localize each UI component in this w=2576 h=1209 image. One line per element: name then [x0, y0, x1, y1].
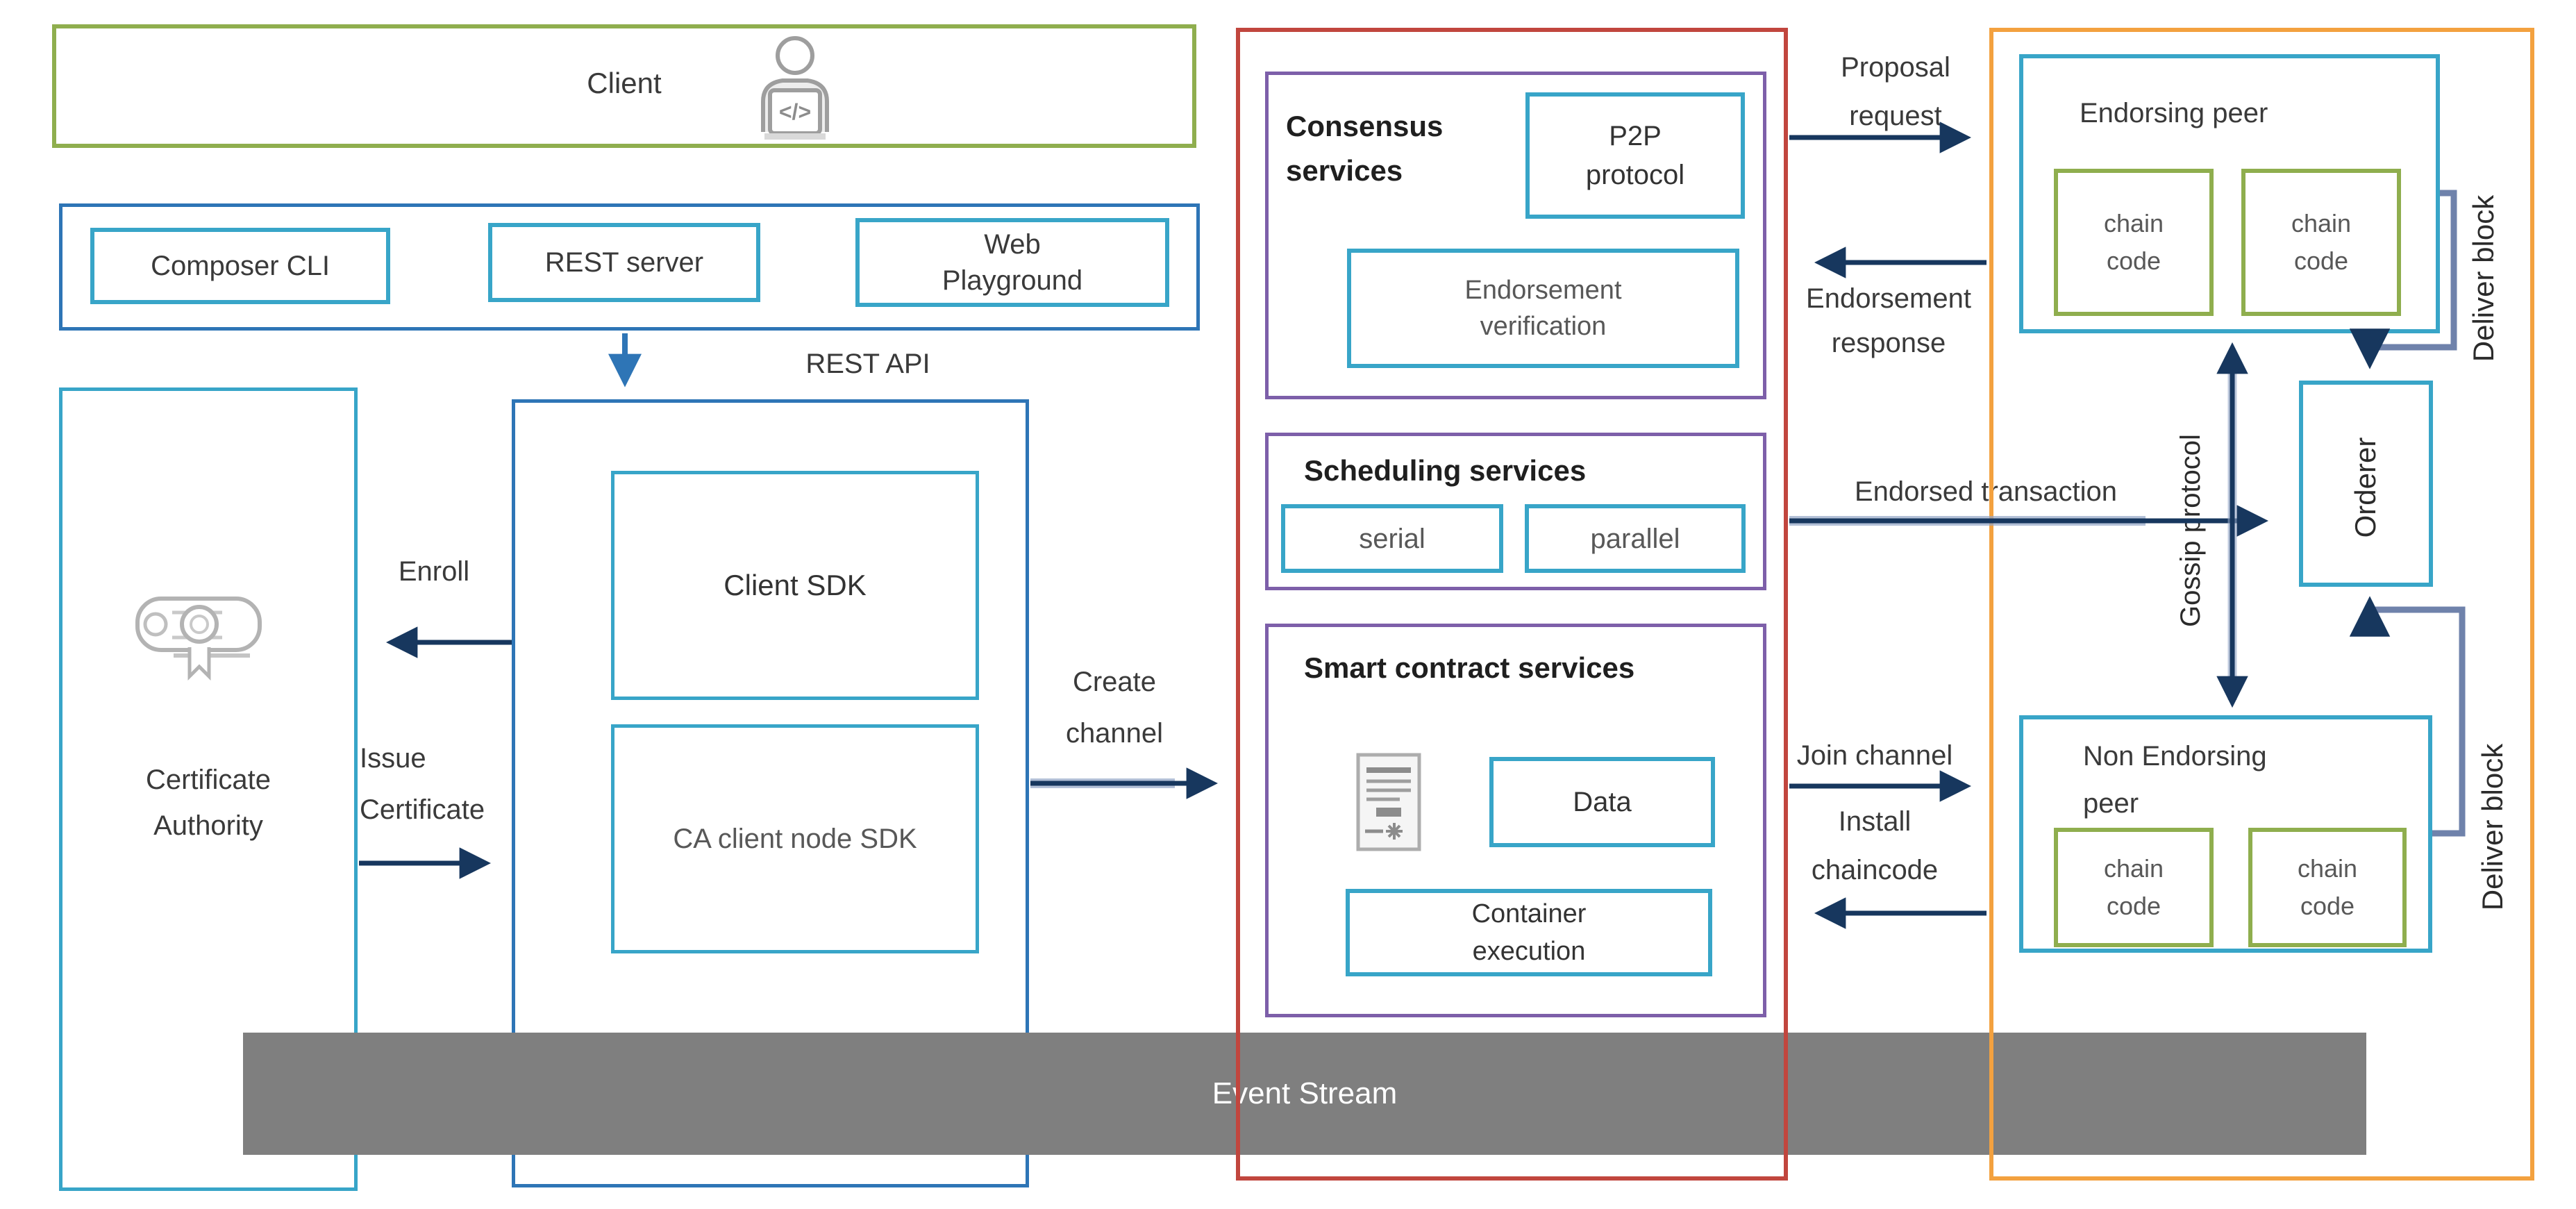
ca-client-node-sdk-label: CA client node SDK	[673, 824, 917, 854]
create-channel-label: Create channel	[1065, 667, 1164, 749]
serial-label: serial	[1359, 523, 1425, 554]
consensus-services-title: Consensus services	[1286, 110, 1444, 187]
deliver-block-bottom-label: Deliver block	[2476, 743, 2509, 911]
client-sdk-label: Client SDK	[724, 569, 867, 601]
chaincode-label: chain code	[2291, 209, 2352, 275]
chaincode-box: chain code	[2241, 169, 2401, 316]
chaincode-label: chain code	[2103, 209, 2164, 275]
container-execution-box: Container execution	[1346, 889, 1712, 976]
enroll-label: Enroll	[398, 556, 470, 587]
proposal-request-label: Proposal request	[1841, 52, 1950, 131]
composer-cli-label: Composer CLI	[151, 251, 330, 281]
ca-client-node-sdk-box: CA client node SDK	[611, 724, 979, 953]
data-label: Data	[1573, 787, 1632, 817]
composer-tools-box	[59, 203, 1200, 331]
consensus-services-box	[1265, 72, 1766, 399]
non-endorsing-peer-title: Non Endorsing peer	[2083, 741, 2267, 819]
chaincode-box: chain code	[2248, 828, 2407, 947]
scheduling-services-box	[1265, 433, 1766, 590]
event-stream-bar: Event Stream	[243, 1033, 2366, 1155]
orderer-box	[2299, 381, 2433, 587]
gossip-protocol-label: Gossip protocol	[2175, 434, 2206, 627]
contract-document-icon	[1356, 753, 1421, 851]
rest-server-label: REST server	[544, 247, 704, 278]
sdk-outer-box	[512, 399, 1029, 1187]
scheduling-services-title: Scheduling services	[1304, 454, 1587, 487]
web-playground-box: Web Playground	[855, 218, 1169, 307]
client-label: Client	[587, 67, 662, 99]
svg-text:</>: </>	[779, 99, 811, 124]
chaincode-label: chain code	[2297, 854, 2358, 920]
endorsement-response-label: Endorsement response	[1806, 283, 1971, 358]
deliver-block-top-label: Deliver block	[2467, 194, 2500, 362]
chaincode-box: chain code	[2054, 169, 2214, 316]
person-at-laptop-icon: </>	[761, 36, 829, 140]
parallel-label: parallel	[1590, 523, 1680, 554]
client-sdk-box: Client SDK	[611, 471, 979, 700]
peers-box	[1989, 28, 2534, 1181]
parallel-box: parallel	[1525, 504, 1746, 573]
join-channel-label: Join channel	[1796, 740, 1953, 771]
event-stream-label: Event Stream	[1212, 1076, 1398, 1110]
smart-contract-services-title: Smart contract services	[1304, 651, 1635, 684]
chaincode-box: chain code	[2054, 828, 2214, 947]
fabric-core-box	[1236, 28, 1788, 1181]
issue-certificate-label: Issue Certificate	[360, 743, 485, 825]
composer-cli-box: Composer CLI	[90, 228, 390, 304]
endorsed-transaction-label: Endorsed transaction	[1854, 476, 2117, 507]
chaincode-label: chain code	[2103, 854, 2164, 920]
container-execution-label: Container execution	[1471, 899, 1587, 966]
p2p-protocol-box: P2P protocol	[1525, 92, 1745, 219]
certificate-icon	[135, 597, 262, 681]
endorsement-verification-box: Endorsement verification	[1347, 249, 1739, 368]
client-box	[52, 24, 1196, 148]
data-box: Data	[1489, 757, 1715, 847]
orderer-label: Orderer	[2349, 437, 2382, 538]
endorsement-verification-label: Endorsement verification	[1464, 276, 1622, 341]
serial-box: serial	[1281, 504, 1503, 573]
rest-server-box: REST server	[488, 223, 760, 302]
p2p-protocol-label: P2P protocol	[1585, 121, 1685, 190]
rest-api-label: REST API	[805, 349, 930, 379]
certificate-authority-label: Certificate Authority	[145, 765, 271, 841]
install-chaincode-label: Install chaincode	[1811, 806, 1939, 885]
web-playground-label: Web Playground	[942, 229, 1083, 296]
smart-contract-services-box	[1265, 624, 1766, 1017]
certificate-authority-box	[59, 387, 358, 1191]
endorsing-peer-title: Endorsing peer	[2080, 98, 2268, 128]
